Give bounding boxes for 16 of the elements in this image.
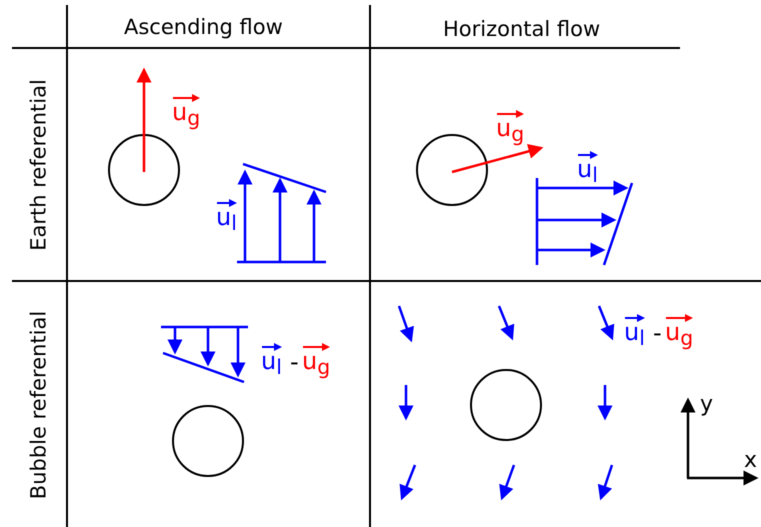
minus-sign: -: [290, 350, 299, 374]
velocity-label: u$_{l}$: [216, 199, 237, 234]
velocity-label: u$_{l}$: [624, 314, 645, 348]
axis-label: x: [744, 450, 758, 472]
column-header: Horizontal flow: [443, 19, 600, 40]
velocity-label: u$_{g}$: [665, 314, 694, 348]
axis-label: y: [700, 394, 714, 416]
row-header: Earth referential: [28, 79, 50, 251]
velocity-label: u$_{g}$: [496, 110, 524, 144]
velocity-label: u$_{l}$: [261, 343, 282, 378]
velocity-label: u$_{g}$: [172, 94, 200, 128]
minus-sign: -: [653, 321, 662, 345]
column-header: Ascending flow: [124, 17, 283, 38]
velocity-label: u$_{l}$: [577, 151, 598, 186]
row-header: Bubble referential: [28, 310, 50, 500]
velocity-label: u$_{g}$: [302, 343, 330, 378]
